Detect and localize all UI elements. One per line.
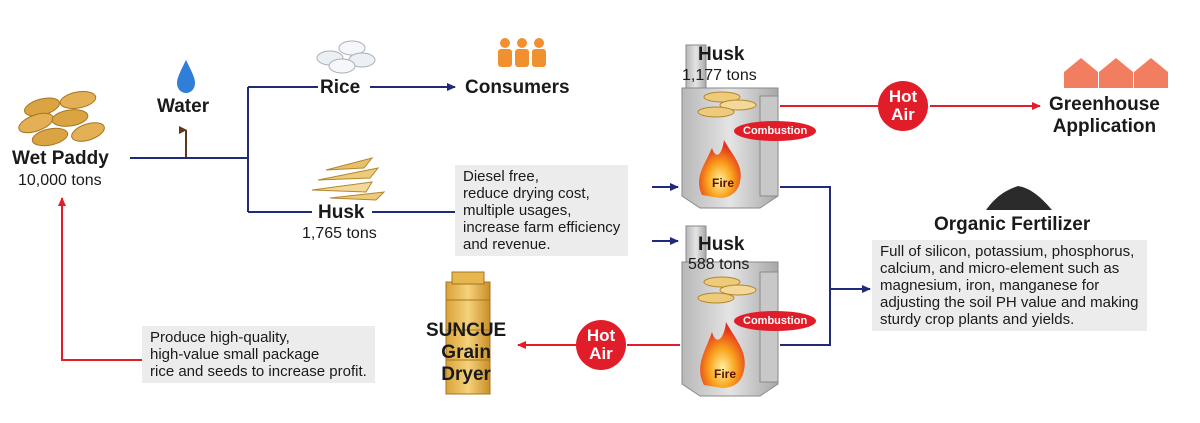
rice-label: Rice <box>320 77 361 98</box>
hot-air-top-badge: Hot Air <box>878 81 928 131</box>
rice-icon <box>316 40 376 74</box>
wet-paddy-amount: 10,000 tons <box>18 172 102 189</box>
dryer-line1: SUNCUE <box>426 320 507 341</box>
husk-pile-icon <box>311 157 386 201</box>
furnace-bottom-amount: 588 tons <box>688 256 750 273</box>
dryer-icon <box>445 271 491 395</box>
furnace-bottom-title: Husk <box>698 234 745 255</box>
dryer-line2: Grain <box>441 342 491 363</box>
furnace-bottom-icon <box>681 225 779 397</box>
greenhouse-line2: Application <box>1052 116 1157 137</box>
husk-main-title: Husk <box>318 202 365 223</box>
greenhouse-line1: Greenhouse <box>1049 94 1160 115</box>
fertilizer-title: Organic Fertilizer <box>934 214 1091 235</box>
fertilizer-pile-icon <box>986 186 1052 210</box>
water-label: Water <box>157 96 210 117</box>
dryer-line3: Dryer <box>441 364 491 385</box>
profit-note: Produce high-quality, high-value small p… <box>142 326 375 383</box>
benefits-note: Diesel free, reduce drying cost, multipl… <box>455 165 629 256</box>
furnace-top-title: Husk <box>698 44 745 65</box>
consumers-icon <box>498 38 546 67</box>
greenhouse-icon <box>1064 58 1168 88</box>
greenhouse-label: Greenhouse Application <box>1049 94 1160 138</box>
hot-air-top-line1: Hot <box>888 87 918 106</box>
water-drop-icon <box>177 60 195 93</box>
dryer-label: SUNCUE Grain Dryer <box>426 320 506 386</box>
furnace-top-combustion-badge: Combustion <box>734 121 817 141</box>
hot-air-bottom-line1: Hot <box>586 326 616 345</box>
hot-air-bottom-line2: Air <box>589 344 613 363</box>
furnace-bottom-combustion-badge: Combustion <box>734 311 817 331</box>
husk-main-amount: 1,765 tons <box>302 225 377 242</box>
furnace-top-fire-label: Fire <box>712 176 735 190</box>
furnace-bottom-fire-label: Fire <box>714 367 737 381</box>
fertilizer-note: Full of silicon, potassium, phosphorus, … <box>872 240 1147 331</box>
hot-air-bottom-badge: Hot Air <box>576 320 626 370</box>
wet-paddy-title: Wet Paddy <box>12 148 109 169</box>
furnace-top-amount: 1,177 tons <box>682 67 757 84</box>
hot-air-top-line2: Air <box>891 105 915 124</box>
navy-connectors <box>130 83 871 346</box>
consumers-label: Consumers <box>465 77 570 98</box>
paddy-icon <box>18 91 105 147</box>
red-connectors <box>58 102 1041 361</box>
